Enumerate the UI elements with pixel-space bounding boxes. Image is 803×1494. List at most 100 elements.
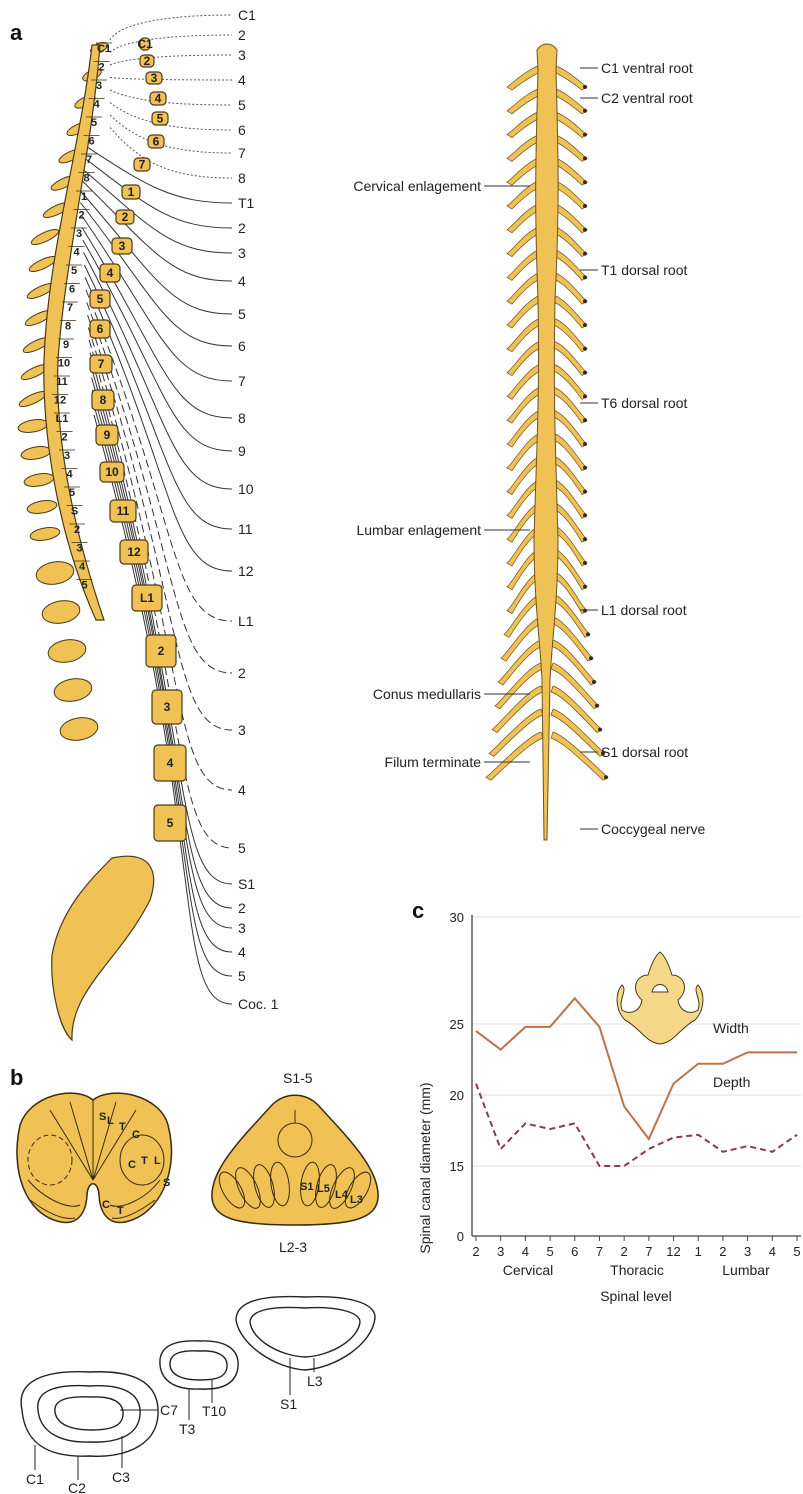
root-tip xyxy=(583,156,587,160)
cord-segment-label: 12 xyxy=(54,395,66,407)
cord-segment-label: 2 xyxy=(78,210,84,222)
x-tick-label: 3 xyxy=(497,1244,504,1259)
vertebra-label: L1 xyxy=(140,591,154,605)
nerve-label: 5 xyxy=(238,968,246,984)
cord-label-right: T6 dorsal root xyxy=(601,395,687,411)
root-tip xyxy=(583,490,587,494)
left-root xyxy=(495,663,543,709)
panel-label-b: b xyxy=(10,1065,23,1090)
cord-segment-label: 1 xyxy=(81,191,87,203)
nerve-label: 4 xyxy=(238,273,246,289)
x-tick-label: 3 xyxy=(744,1244,751,1259)
right-root xyxy=(551,686,602,733)
nerve-label: 4 xyxy=(238,944,246,960)
nerve-label: S1 xyxy=(238,876,255,892)
root-tip xyxy=(583,133,587,137)
cord-label-left: Lumbar enlagement xyxy=(356,522,481,538)
nerve-root-line xyxy=(76,140,232,203)
root-tip xyxy=(583,418,587,422)
spinous-process xyxy=(58,715,99,743)
nerve-root-line xyxy=(110,103,232,131)
x-axis-title: Spinal level xyxy=(600,1288,672,1304)
x-tick-label: 6 xyxy=(571,1244,578,1259)
nerve-label: 7 xyxy=(238,145,246,161)
x-tick-label: 4 xyxy=(522,1244,529,1259)
nerve-label: 2 xyxy=(238,220,246,236)
cord-segment-label: 5 xyxy=(91,117,97,129)
nerve-root-lines xyxy=(76,15,232,1004)
cord-segment-label: 5 xyxy=(81,580,87,592)
root-tip xyxy=(583,561,587,565)
vertebra-label: 6 xyxy=(97,322,104,336)
vertebra-label: 7 xyxy=(98,357,105,371)
cord-segment-label: 3 xyxy=(76,543,82,555)
vertebra-label: 5 xyxy=(97,292,104,306)
nerve-label: 2 xyxy=(238,900,246,916)
spinous-process xyxy=(20,444,52,461)
cord-segment-label: C1 xyxy=(97,43,111,55)
vertebra-label: 11 xyxy=(117,504,130,518)
cord-segment-label: 10 xyxy=(58,358,70,370)
nerve-label: 4 xyxy=(238,782,246,798)
vertebra-label: 9 xyxy=(104,428,111,442)
x-tick-label: 2 xyxy=(472,1244,479,1259)
cord-segment-label: 4 xyxy=(73,247,80,259)
cord-label-right: C1 ventral root xyxy=(601,60,693,76)
cord-segment-label: 8 xyxy=(83,173,89,185)
cord-segment-label: 2 xyxy=(61,432,67,444)
sacral-top-label: S1-5 xyxy=(283,1070,313,1086)
cord-label-right: T1 dorsal root xyxy=(601,262,687,278)
spinous-process xyxy=(52,676,93,704)
nerve-label: 8 xyxy=(238,170,246,186)
tract-letter: L xyxy=(107,1115,114,1127)
root-tip xyxy=(589,656,593,660)
nerve-label: 8 xyxy=(238,410,246,426)
vertebra-label: 3 xyxy=(119,239,126,253)
nerve-root-line xyxy=(110,15,232,40)
root-tip xyxy=(583,323,587,327)
spinous-process xyxy=(34,559,75,587)
root-tip xyxy=(583,442,587,446)
nerve-label: 7 xyxy=(238,373,246,389)
root-tip xyxy=(583,585,587,589)
nerve-root-line xyxy=(110,115,232,153)
y-tick-label: 20 xyxy=(450,1088,464,1103)
y-tick-label: 25 xyxy=(450,1017,464,1032)
nerve-label: 3 xyxy=(238,47,246,63)
sacrum xyxy=(52,856,154,1040)
root-label-s1: S1 xyxy=(300,1181,313,1193)
right-root xyxy=(551,663,599,709)
nerve-level-labels: C12345678T123456789101112L12345S12345Coc… xyxy=(238,7,279,1012)
tract-letter: T xyxy=(119,1121,126,1133)
vertebra-label: C1 xyxy=(137,37,153,51)
vertebra-label: 7 xyxy=(139,158,146,172)
spinous-process xyxy=(46,637,87,665)
root-tip xyxy=(583,513,587,517)
root-tip xyxy=(583,609,587,613)
spinous-process xyxy=(29,525,61,542)
nerve-label: 2 xyxy=(238,665,246,681)
x-tick-label: 5 xyxy=(793,1244,800,1259)
root-tip xyxy=(583,394,587,398)
canal-label-c3: C3 xyxy=(112,1469,130,1485)
root-tip xyxy=(598,728,602,732)
tract-letter: S xyxy=(163,1177,170,1189)
cord-label-right: L1 dorsal root xyxy=(601,602,687,618)
panel-label-a: a xyxy=(10,20,23,45)
root-label-l3: L3 xyxy=(350,1194,363,1206)
cord-label-right: C2 ventral root xyxy=(601,90,693,106)
vertebra-label: 8 xyxy=(100,393,107,407)
spinal-cord-body xyxy=(534,44,558,840)
nerve-label: 5 xyxy=(238,840,246,856)
cord-segment-label: 2 xyxy=(98,62,104,74)
nerve-label: 6 xyxy=(238,338,246,354)
vertebra-label: 1 xyxy=(128,185,135,199)
nerve-label: 4 xyxy=(238,72,246,88)
cord-label-right: S1 dorsal root xyxy=(601,744,688,760)
root-label-l4: L4 xyxy=(335,1189,349,1201)
series-label-depth: Depth xyxy=(713,1074,750,1090)
root-tip xyxy=(604,775,608,779)
x-tick-label: 4 xyxy=(769,1244,776,1259)
chart-grid xyxy=(472,917,801,1166)
nerve-label: 9 xyxy=(238,443,246,459)
